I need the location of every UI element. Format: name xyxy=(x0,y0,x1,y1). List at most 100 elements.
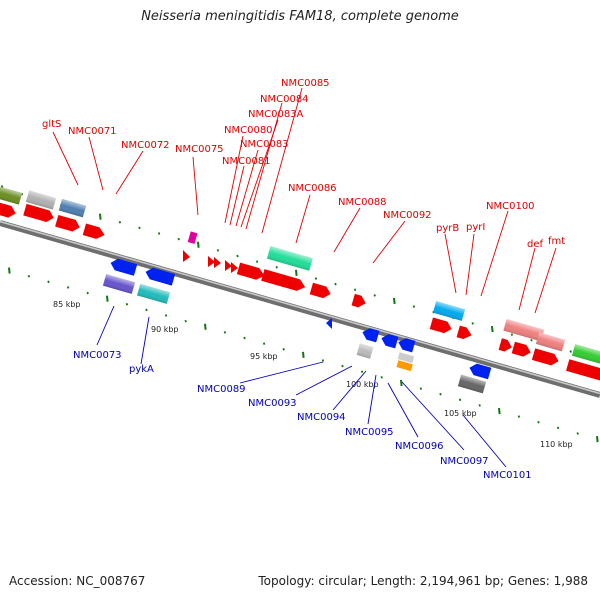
gene-label-NMC0094[interactable]: NMC0094 xyxy=(297,412,346,423)
reverse-gene-grey-small[interactable] xyxy=(356,343,374,359)
map-title: Neisseria meningitidis FAM18, complete g… xyxy=(141,9,459,24)
tick-mark xyxy=(164,314,168,317)
tick-mark xyxy=(510,333,514,336)
gene-label-NMC0081[interactable]: NMC0081 xyxy=(222,156,271,167)
tick-mark xyxy=(439,392,442,396)
gene-label-pykA[interactable]: pykA xyxy=(129,364,154,375)
gene-label-NMC0075[interactable]: NMC0075 xyxy=(175,144,224,155)
gene-label-gltS[interactable]: gltS xyxy=(42,119,61,130)
label-leaders-top xyxy=(52,87,557,314)
tick-mark xyxy=(517,415,521,418)
tick-mark xyxy=(419,387,423,390)
forward-gene-small-1[interactable] xyxy=(208,256,215,267)
forward-gene-steelblue[interactable] xyxy=(58,198,87,218)
forward-gene-nmc0086-green[interactable] xyxy=(266,246,313,271)
reverse-gene-blue-3[interactable] xyxy=(468,362,492,380)
gene-label-NMC0096[interactable]: NMC0096 xyxy=(395,441,444,452)
forward-gene-left-3[interactable] xyxy=(55,214,81,233)
forward-gene-small-3[interactable] xyxy=(225,260,232,271)
forward-gene-green-right[interactable] xyxy=(571,344,600,365)
reverse-gene-nmc0095[interactable] xyxy=(397,336,416,353)
forward-gene-def-2[interactable] xyxy=(511,341,533,358)
gene-label-fmt[interactable]: fmt xyxy=(548,236,565,247)
gene-label-pyrB[interactable]: pyrB xyxy=(436,223,459,234)
tick-label-85kbp: 85 kbp xyxy=(53,300,81,309)
gene-label-NMC0092[interactable]: NMC0092 xyxy=(383,210,432,221)
gene-label-NMC0088[interactable]: NMC0088 xyxy=(338,197,387,208)
gene-label-NMC0086[interactable]: NMC0086 xyxy=(288,183,337,194)
gene-label-NMC0071[interactable]: NMC0071 xyxy=(68,126,117,137)
forward-gene-def[interactable] xyxy=(498,338,514,353)
tick-mark xyxy=(498,407,501,415)
reverse-gene-nmc0089[interactable] xyxy=(326,318,332,329)
gene-label-NMC0097[interactable]: NMC0097 xyxy=(440,456,489,467)
reverse-gene-pykA[interactable] xyxy=(136,283,171,304)
gene-label-NMC0100[interactable]: NMC0100 xyxy=(486,201,535,212)
gene-label-NMC0080[interactable]: NMC0080 xyxy=(224,125,273,136)
tick-mark xyxy=(204,323,207,330)
reverse-gene-nmc0097[interactable] xyxy=(396,360,413,372)
tick-mark xyxy=(106,295,109,302)
tick-mark xyxy=(47,280,50,284)
gene-label-NMC0072[interactable]: NMC0072 xyxy=(121,140,170,151)
forward-gene-nmc0092[interactable] xyxy=(351,293,368,309)
tick-mark xyxy=(341,364,344,368)
tick-mark xyxy=(491,325,494,333)
forward-gene-fmt[interactable] xyxy=(531,348,560,367)
tick-mark xyxy=(471,322,474,325)
forward-gene-olive[interactable] xyxy=(0,185,23,205)
gene-label-NMC0073[interactable]: NMC0073 xyxy=(73,350,122,361)
reverse-gene-nmc0096[interactable] xyxy=(397,352,415,364)
gene-label-pyrI[interactable]: pyrI xyxy=(466,222,485,233)
reverse-gene-nmc0101[interactable] xyxy=(457,374,487,394)
tick-label-100kbp: 100 kbp xyxy=(346,380,379,389)
gene-label-def[interactable]: def xyxy=(527,239,544,250)
tick-labels: 85 kbp 90 kbp 95 kbp 100 kbp 105 kbp 110… xyxy=(53,300,573,449)
gene-label-NMC0084[interactable]: NMC0084 xyxy=(260,94,309,105)
tick-mark xyxy=(27,274,31,278)
tick-mark xyxy=(353,288,357,291)
forward-gene-small-4[interactable] xyxy=(231,262,238,273)
gene-label-NMC0095[interactable]: NMC0095 xyxy=(345,427,394,438)
gene-label-NMC0101[interactable]: NMC0101 xyxy=(483,470,532,481)
gene-labels-bottom: NMC0073 pykA NMC0089 NMC0093 NMC0094 NMC… xyxy=(73,350,532,481)
gene-label-NMC0093[interactable]: NMC0093 xyxy=(248,398,297,409)
reverse-gene-nmc0093[interactable] xyxy=(361,326,380,343)
tick-mark xyxy=(86,291,89,295)
forward-gene-right-edge[interactable] xyxy=(566,359,600,383)
forward-gene-pyrB-cyan[interactable] xyxy=(432,301,466,321)
gene-label-NMC0089[interactable]: NMC0089 xyxy=(197,384,246,395)
gene-label-NMC0083A[interactable]: NMC0083A xyxy=(248,109,304,120)
forward-gene-def-pink[interactable] xyxy=(503,319,545,342)
tick-mark xyxy=(236,254,239,258)
gene-label-NMC0085[interactable]: NMC0085 xyxy=(281,78,330,89)
forward-gene-left-2[interactable] xyxy=(23,203,55,224)
tick-track-bottom xyxy=(8,267,599,443)
reverse-gene-2[interactable] xyxy=(144,266,176,286)
forward-gene-nmc0088[interactable] xyxy=(309,282,333,300)
gene-label-NMC0083[interactable]: NMC0083 xyxy=(240,139,289,150)
forward-gene-pyrI[interactable] xyxy=(456,325,474,341)
forward-gene-magenta[interactable] xyxy=(187,231,198,244)
accession-text: Accession: NC_008767 xyxy=(9,574,146,588)
forward-gene-nmc0084[interactable] xyxy=(236,262,266,282)
label-leaders-bottom xyxy=(96,305,507,468)
forward-gene-left-1[interactable] xyxy=(0,201,17,220)
forward-gene-nmc0075[interactable] xyxy=(183,250,190,262)
tick-mark xyxy=(302,351,305,358)
forward-gene-grey[interactable] xyxy=(25,190,57,210)
tick-mark xyxy=(99,213,102,220)
tick-mark xyxy=(282,347,285,351)
forward-gene-pyrB[interactable] xyxy=(429,317,453,334)
reverse-gene-nmc0094[interactable] xyxy=(380,332,399,349)
forward-gene-fmt-pink[interactable] xyxy=(535,332,566,352)
genome-backbone xyxy=(0,220,600,398)
forward-gene-nmc0086[interactable] xyxy=(261,269,307,293)
reverse-gene-nmc0073[interactable] xyxy=(102,274,136,294)
forward-gene-left-4[interactable] xyxy=(82,223,106,240)
reverse-gene-1[interactable] xyxy=(109,257,138,276)
forward-gene-small-2[interactable] xyxy=(214,257,221,268)
tick-mark xyxy=(569,350,572,353)
tick-mark xyxy=(177,237,180,241)
tick-mark xyxy=(334,282,337,286)
